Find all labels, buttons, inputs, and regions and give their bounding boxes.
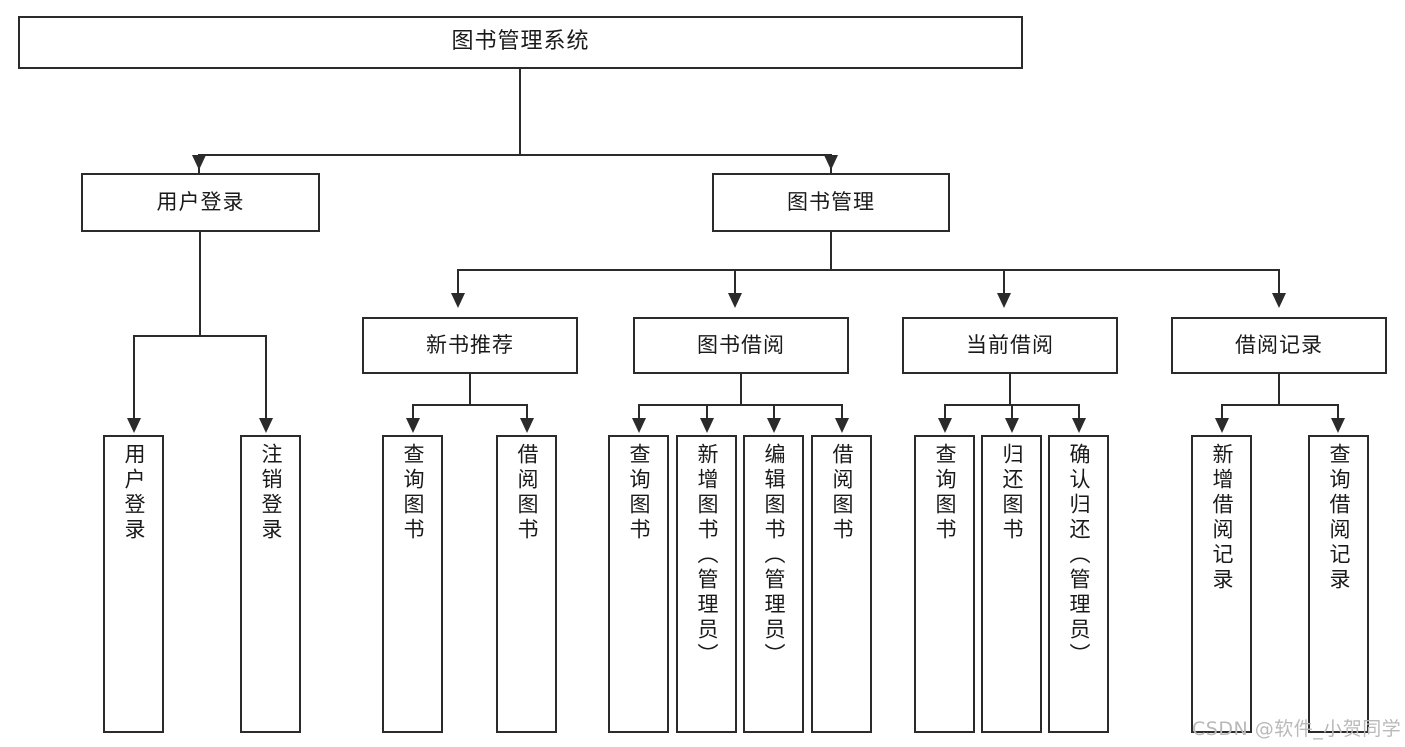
- leaf-recommend-borrow-book[interactable]: 借阅图书: [496, 435, 557, 733]
- connector-book-manage-stem: [830, 232, 832, 271]
- connector-record-bar: [1221, 404, 1339, 406]
- connector-borrow-drop-2: [706, 404, 708, 420]
- leaf-label: 确认归还（管理员）: [1067, 443, 1091, 668]
- leaf-label: 查询图书: [933, 443, 957, 543]
- arrowhead-current-leaf-2: [1005, 418, 1019, 433]
- arrowhead-user-login: [192, 155, 206, 170]
- connector-recommend-stem: [469, 374, 471, 406]
- connector-record-drop-2: [1337, 404, 1339, 420]
- leaf-label: 借阅图书: [515, 443, 539, 543]
- leaf-borrow-add-book[interactable]: 新增图书（管理员）: [676, 435, 737, 733]
- connector-current-stem: [1009, 374, 1011, 406]
- connector-user-login-bar: [133, 335, 267, 337]
- leaf-label: 归还图书: [1000, 443, 1024, 543]
- leaf-current-return-book[interactable]: 归还图书: [981, 435, 1042, 733]
- arrowhead-borrow-leaf-2: [700, 418, 714, 433]
- leaf-label: 注销登录: [259, 443, 283, 543]
- node-root-system[interactable]: 图书管理系统: [18, 16, 1023, 69]
- connector-current-drop-2: [1011, 404, 1013, 420]
- arrowhead-recommend-leaf-2: [520, 418, 534, 433]
- arrowhead-leaf-user-login: [127, 418, 141, 433]
- csdn-watermark: CSDN @软件_小贺同学: [1192, 718, 1402, 740]
- arrowhead-current-leaf-3: [1072, 418, 1086, 433]
- connector-borrow-drop-4: [841, 404, 843, 420]
- connector-root-bar: [198, 154, 832, 156]
- arrowhead-current-leaf-1: [938, 418, 952, 433]
- leaf-label: 查询图书: [401, 443, 425, 543]
- connector-borrow-bar: [638, 404, 843, 406]
- connector-borrow-drop-3: [773, 404, 775, 420]
- leaf-borrow-edit-book[interactable]: 编辑图书（管理员）: [743, 435, 804, 733]
- connector-l3-drop-1: [457, 269, 459, 295]
- arrowhead-borrow-record: [1272, 293, 1286, 308]
- connector-l3-drop-4: [1278, 269, 1280, 295]
- arrowhead-leaf-logout: [259, 418, 273, 433]
- leaf-recommend-query-book[interactable]: 查询图书: [382, 435, 443, 733]
- arrowhead-book-manage: [824, 155, 838, 170]
- connector-user-login-stem: [199, 232, 201, 336]
- connector-root-stem: [519, 69, 521, 155]
- arrowhead-current-borrow: [997, 293, 1011, 308]
- arrowhead-recommend-leaf-1: [406, 418, 420, 433]
- connector-l3-drop-3: [1003, 269, 1005, 295]
- connector-recommend-drop-2: [526, 404, 528, 420]
- node-book-borrow[interactable]: 图书借阅: [633, 317, 849, 374]
- leaf-label: 借阅图书: [830, 443, 854, 543]
- connector-borrow-drop-1: [638, 404, 640, 420]
- connector-user-login-drop-2: [265, 335, 267, 420]
- connector-borrow-stem: [740, 374, 742, 406]
- arrowhead-borrow-leaf-1: [632, 418, 646, 433]
- arrowhead-borrow-leaf-3: [767, 418, 781, 433]
- node-user-login[interactable]: 用户登录: [81, 173, 320, 232]
- arrowhead-book-borrow: [728, 293, 742, 308]
- leaf-current-confirm-return[interactable]: 确认归还（管理员）: [1048, 435, 1109, 733]
- arrowhead-record-leaf-2: [1331, 418, 1345, 433]
- leaf-label: 用户登录: [122, 443, 146, 543]
- node-borrow-record[interactable]: 借阅记录: [1171, 317, 1387, 374]
- leaf-label: 新增借阅记录: [1210, 443, 1234, 593]
- leaf-label: 查询借阅记录: [1327, 443, 1351, 593]
- leaf-borrow-query-book[interactable]: 查询图书: [608, 435, 669, 733]
- connector-current-drop-3: [1078, 404, 1080, 420]
- connector-current-drop-1: [944, 404, 946, 420]
- leaf-record-add-record[interactable]: 新增借阅记录: [1191, 435, 1252, 733]
- leaf-record-query-record[interactable]: 查询借阅记录: [1308, 435, 1369, 733]
- leaf-label: 编辑图书（管理员）: [762, 443, 786, 668]
- node-book-management[interactable]: 图书管理: [712, 173, 950, 232]
- connector-book-manage-bar: [457, 269, 1280, 271]
- leaf-label: 查询图书: [627, 443, 651, 543]
- connector-record-stem: [1278, 374, 1280, 406]
- node-current-borrow[interactable]: 当前借阅: [902, 317, 1118, 374]
- connector-l3-drop-2: [734, 269, 736, 295]
- connector-user-login-drop-1: [133, 335, 135, 420]
- leaf-label: 新增图书（管理员）: [695, 443, 719, 668]
- arrowhead-new-book-recommend: [451, 293, 465, 308]
- connector-recommend-drop-1: [412, 404, 414, 420]
- leaf-logout[interactable]: 注销登录: [240, 435, 301, 733]
- connector-record-drop-1: [1221, 404, 1223, 420]
- leaf-current-query-book[interactable]: 查询图书: [914, 435, 975, 733]
- leaf-borrow-borrow-book[interactable]: 借阅图书: [811, 435, 872, 733]
- connector-recommend-bar: [412, 404, 528, 406]
- node-new-book-recommend[interactable]: 新书推荐: [362, 317, 578, 374]
- arrowhead-borrow-leaf-4: [835, 418, 849, 433]
- leaf-user-login[interactable]: 用户登录: [103, 435, 164, 733]
- arrowhead-record-leaf-1: [1215, 418, 1229, 433]
